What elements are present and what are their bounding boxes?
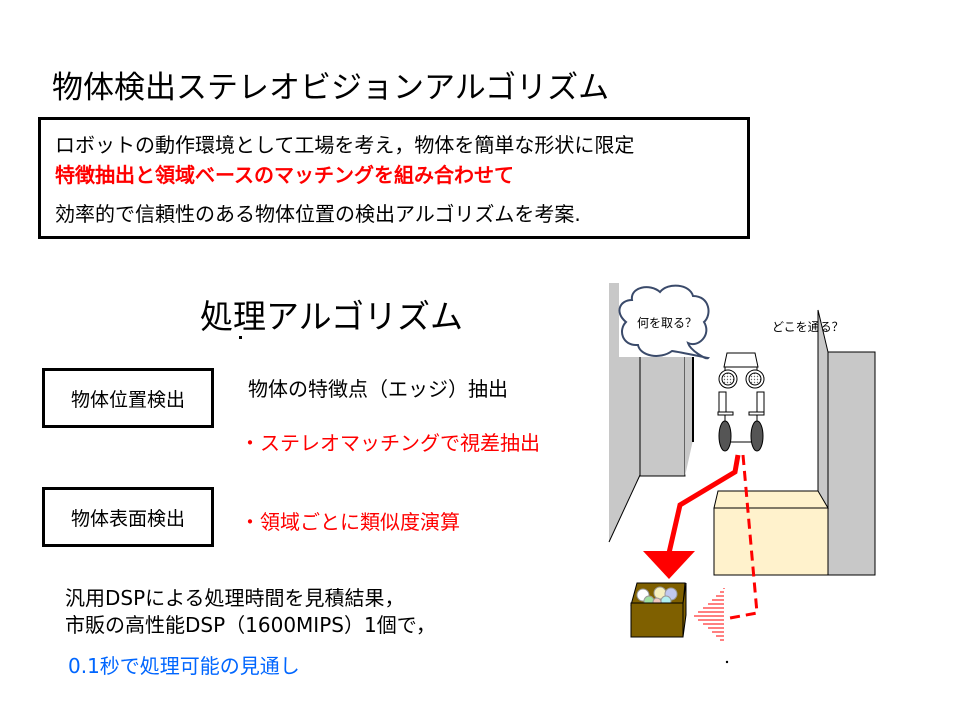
intro-line-2: 特徴抽出と領域ベースのマッチングを組み合わせて: [55, 163, 514, 187]
intro-line-1: ロボットの動作環境として工場を考え，物体を簡単な形状に限定: [55, 133, 635, 157]
dashed-path: [729, 454, 759, 620]
stray-dot: [725, 660, 729, 664]
robot-icon: [717, 352, 765, 452]
surface-detection-box: 物体表面検出: [42, 487, 214, 547]
similarity-text: ・領域ごとに類似度演算: [240, 510, 460, 534]
obstacle-box: [713, 490, 829, 576]
intro-box: ロボットの動作環境として工場を考え，物体を簡単な形状に限定 特徴抽出と領域ベース…: [38, 117, 750, 239]
left-wall: [608, 283, 694, 543]
position-detection-box: 物体位置検出: [42, 368, 214, 428]
thought-cloud: 何を取る？: [618, 283, 711, 360]
stereo-matching-text: ・ステレオマッチングで視差抽出: [240, 431, 540, 455]
result-line-1: 汎用DSPによる処理時間を見積結果，: [65, 586, 405, 610]
path-arrow: [643, 454, 741, 579]
thought-text: 何を取る？: [637, 316, 697, 330]
feature-extraction-text: 物体の特徴点（エッジ）抽出: [248, 377, 508, 401]
result-line-3: 0.1秒で処理可能の見通し: [68, 654, 300, 678]
right-wall: [817, 309, 876, 576]
result-line-2: 市販の高性能DSP（1600MIPS）1個で，: [65, 613, 436, 637]
parts-crate: [630, 582, 687, 638]
sensor-beam: [694, 588, 725, 641]
stray-dot: [239, 336, 242, 339]
question-text: どこを通る？: [772, 320, 844, 334]
slide-title: 物体検出ステレオビジョンアルゴリズム: [52, 70, 610, 106]
intro-line-3: 効率的で信頼性のある物体位置の検出アルゴリズムを考案.: [55, 202, 581, 226]
section-heading: 処理アルゴリズム: [200, 297, 464, 336]
